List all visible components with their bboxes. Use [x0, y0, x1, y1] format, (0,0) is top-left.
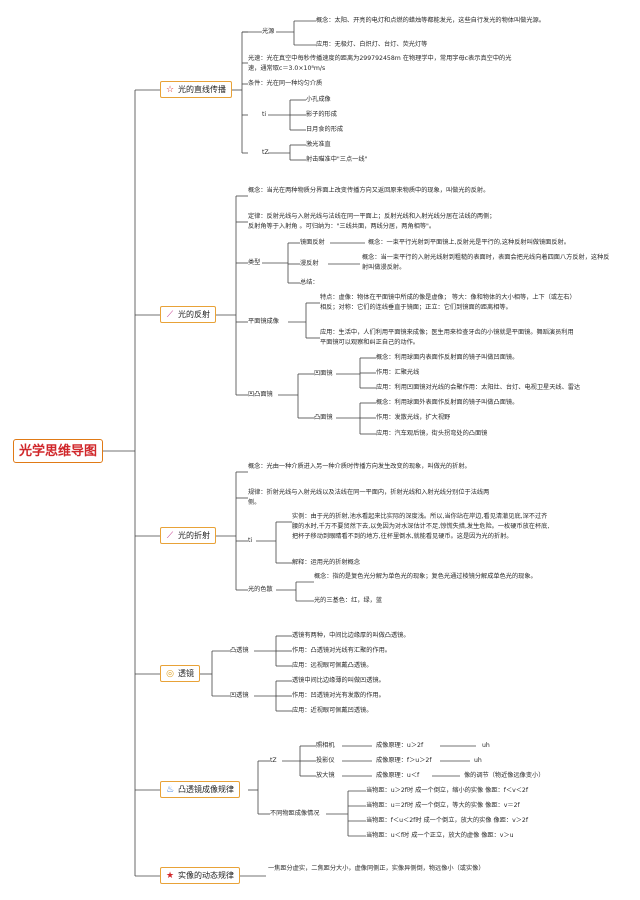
flame-icon: ♨ [165, 785, 175, 795]
node-concave-item: 应用：利用凹面镜对光线的会聚作用：太阳灶、台灯、电视卫星天线、雷达 [376, 384, 581, 391]
node-camera: 照相机 [316, 742, 335, 749]
node-magnifier: 放大镜 [316, 772, 335, 779]
topic-rectilinear-propagation: ☆光的直线传播 [160, 81, 232, 98]
topic-label: 实像的动态规律 [178, 871, 234, 880]
magic-wand-icon: ⟋ [166, 310, 174, 320]
node-refraction-concept: 概念：光由一种介质进入另一种介质时传播方向发生改变的现象，叫做光的折射。 [248, 463, 471, 470]
node-tz: tZ [262, 149, 269, 156]
node-projector-tail: uh [474, 757, 482, 764]
node-refraction-law: 规律：折射光线与入射光线以及法线在同一平面内，折射光线和入射光线分别位于法线两侧… [248, 489, 490, 506]
topic-label: 光的直线传播 [178, 85, 226, 94]
node-condition: 条件：光在同一种均匀介质 [248, 80, 323, 87]
node-concave-item: 概念：利用球面内表面作反射面的镜子叫做凹面镜。 [376, 354, 519, 361]
node-dispersion: 光的色散 [248, 586, 273, 593]
topic-label: 光的反射 [178, 310, 210, 319]
node-case-item: 当物距：u＞2f时 成一个倒立，缩小的实像 像距：f＜v＜2f [366, 787, 529, 794]
topic-label: 透镜 [178, 669, 194, 678]
node-ti-item: 日月食的形成 [306, 126, 344, 133]
node-object-distance-cases: 不同物距成像情况 [270, 810, 320, 817]
node-concave-lens-item: 透镜中间比边缘薄的叫做凹透镜。 [292, 677, 385, 684]
node-convex-item: 作用：发散光线，扩大视野 [376, 414, 451, 421]
node-refraction-ti: ti [248, 537, 253, 544]
node-mirror-def: 概念：一束平行光射到平面镜上,反射光是平行的,这种反射叫做镜面反射。 [368, 239, 570, 246]
node-summary: 总结： [300, 279, 319, 286]
node-concave-mirror: 凹面镜 [314, 370, 333, 377]
node-ti-item: 小孔成像 [306, 96, 331, 103]
node-ti-item: 影子的形成 [306, 111, 337, 118]
node-reflection-concept: 概念：当光在两种物质分界面上改变传播方向又返回原来物质中的现象，叫做光的反射。 [248, 187, 490, 194]
node-curved-mirrors: 凹凸面镜 [248, 391, 273, 398]
node-camera-tail: uh [482, 742, 490, 749]
node-convex-lens-item: 透镜有两种，中间比边缘厚的叫做凸透镜。 [292, 632, 410, 639]
node-ti: ti [262, 111, 267, 118]
magic-wand-icon: ⟋ [166, 531, 174, 541]
node-magnifier-tail: 像的调节（物近像远像变小） [464, 772, 545, 779]
topic-convex-lens-imaging: ♨凸透镜成像规律 [160, 781, 240, 798]
node-convex-lens: 凸透镜 [230, 647, 249, 654]
topic-refraction: ⟋ 光的折射 [160, 527, 216, 544]
node-concave-lens-item: 作用：凹透镜对光有发散的作用。 [292, 692, 385, 699]
node-case-item: 当物距：u＝2f时 成一个倒立，等大的实像 像距：v＝2f [366, 802, 520, 809]
node-tz-item: 射击瞄准中"三点一线" [306, 156, 368, 163]
node-convex-lens-item: 作用：凸透镜对光线有汇聚的作用。 [292, 647, 391, 654]
node-concave-item: 作用：汇聚光线 [376, 369, 420, 376]
node-reflection-types: 类型 [248, 259, 261, 266]
node-concave-lens: 凹透镜 [230, 692, 249, 699]
mindmap-root: 光学思维导图 [13, 439, 103, 463]
topic-reflection: ⟋ 光的反射 [160, 306, 216, 323]
node-case-item: 当物距：f＜u＜2f时 成一个倒立，放大的实像 像距：v＞2f [366, 817, 529, 824]
topic-label: 凸透镜成像规律 [178, 785, 234, 794]
node-projector: 投影仪 [316, 757, 335, 764]
node-dispersion-concept: 概念：指的是复色光分解为单色光的现象；复色光通过棱镜分解成单色光的现象。 [314, 573, 537, 580]
node-convex-mirror: 凸面镜 [314, 414, 333, 421]
node-diffuse-def: 概念：当一束平行的入射光线射到粗糙的表面时，表面会把光线向着四面八方反射，这种反… [362, 254, 610, 271]
node-light-source-concept: 概念：太阳、开亮的电灯和点燃的蜡烛等都能发光，这些自行发光的物体叫做光源。 [316, 17, 545, 24]
node-mirror-reflection: 镜面反射 [300, 239, 325, 246]
node-light-source-apply: 应用：无极灯、白炽灯、台灯、荧光灯等 [316, 41, 428, 48]
node-refraction-example: 实例：由于光的折射,池水看起来比实际的深度浅。所以,当你站在岸边,看见清澈见底,… [292, 513, 550, 540]
node-concave-lens-item: 应用：近视眼可佩戴凹透镜。 [292, 707, 373, 714]
node-camera-rule: 成像原理：u＞2f [376, 742, 424, 749]
node-refraction-explain: 解释：运用光的折射概念 [292, 559, 361, 566]
star-badge-icon: ★ [165, 871, 175, 881]
node-convex-item: 应用：汽车观后镜，街头拐弯处的凸面镜 [376, 430, 488, 437]
node-plane-mirror: 平面镜成像 [248, 318, 279, 325]
node-diffuse-reflection: 漫反射 [300, 260, 319, 267]
node-light-source: 光源 [262, 28, 275, 35]
node-magnifier-rule: 成像原理：u＜f [376, 772, 420, 779]
node-plane-apply: 应用：生活中，人们利用平面镜来成像；医生用来检查牙齿的小镜就是平面镜。舞蹈演员利… [320, 329, 574, 346]
node-plane-features: 特点：虚像：物体在平面镜中所成的像是虚像； 等大：像和物体的大小相等，上下（或左… [320, 294, 576, 311]
node-tz-apps: tZ [270, 757, 277, 764]
node-case-item: 当物距：u＜f时 成一个正立，放大的虚像 像距：v＞u [366, 832, 514, 839]
topic-label: 光的折射 [178, 531, 210, 540]
node-convex-item: 概念：利用球面外表面作反射面的镜子叫做凸面镜。 [376, 399, 519, 406]
node-primary-colors: 光的三基色：红，绿，蓝 [314, 597, 383, 604]
node-convex-lens-item: 应用：远视眼可佩戴凸透镜。 [292, 662, 373, 669]
node-light-speed: 光速：光在真空中每秒传播速度的距离为299792458m 在物理学中，常用字母c… [248, 55, 512, 72]
lens-icon: ◎ [166, 669, 174, 679]
topic-real-image-dynamics: ★实像的动态规律 [160, 867, 240, 884]
node-real-image-text: 一焦距分虚实，二焦距分大小，虚像同侧正，实像异侧倒，物远像小（或实像） [268, 865, 485, 872]
node-reflection-law: 定律：反射光线与入射光线与法线在同一平面上；反射光线和入射光线分居在法线的两侧；… [248, 213, 496, 230]
star-icon: ☆ [165, 85, 175, 95]
node-tz-item: 激光准直 [306, 141, 331, 148]
topic-lens: ◎ 透镜 [160, 665, 200, 682]
node-projector-rule: 成像原理：f＞u＞2f [376, 757, 432, 764]
